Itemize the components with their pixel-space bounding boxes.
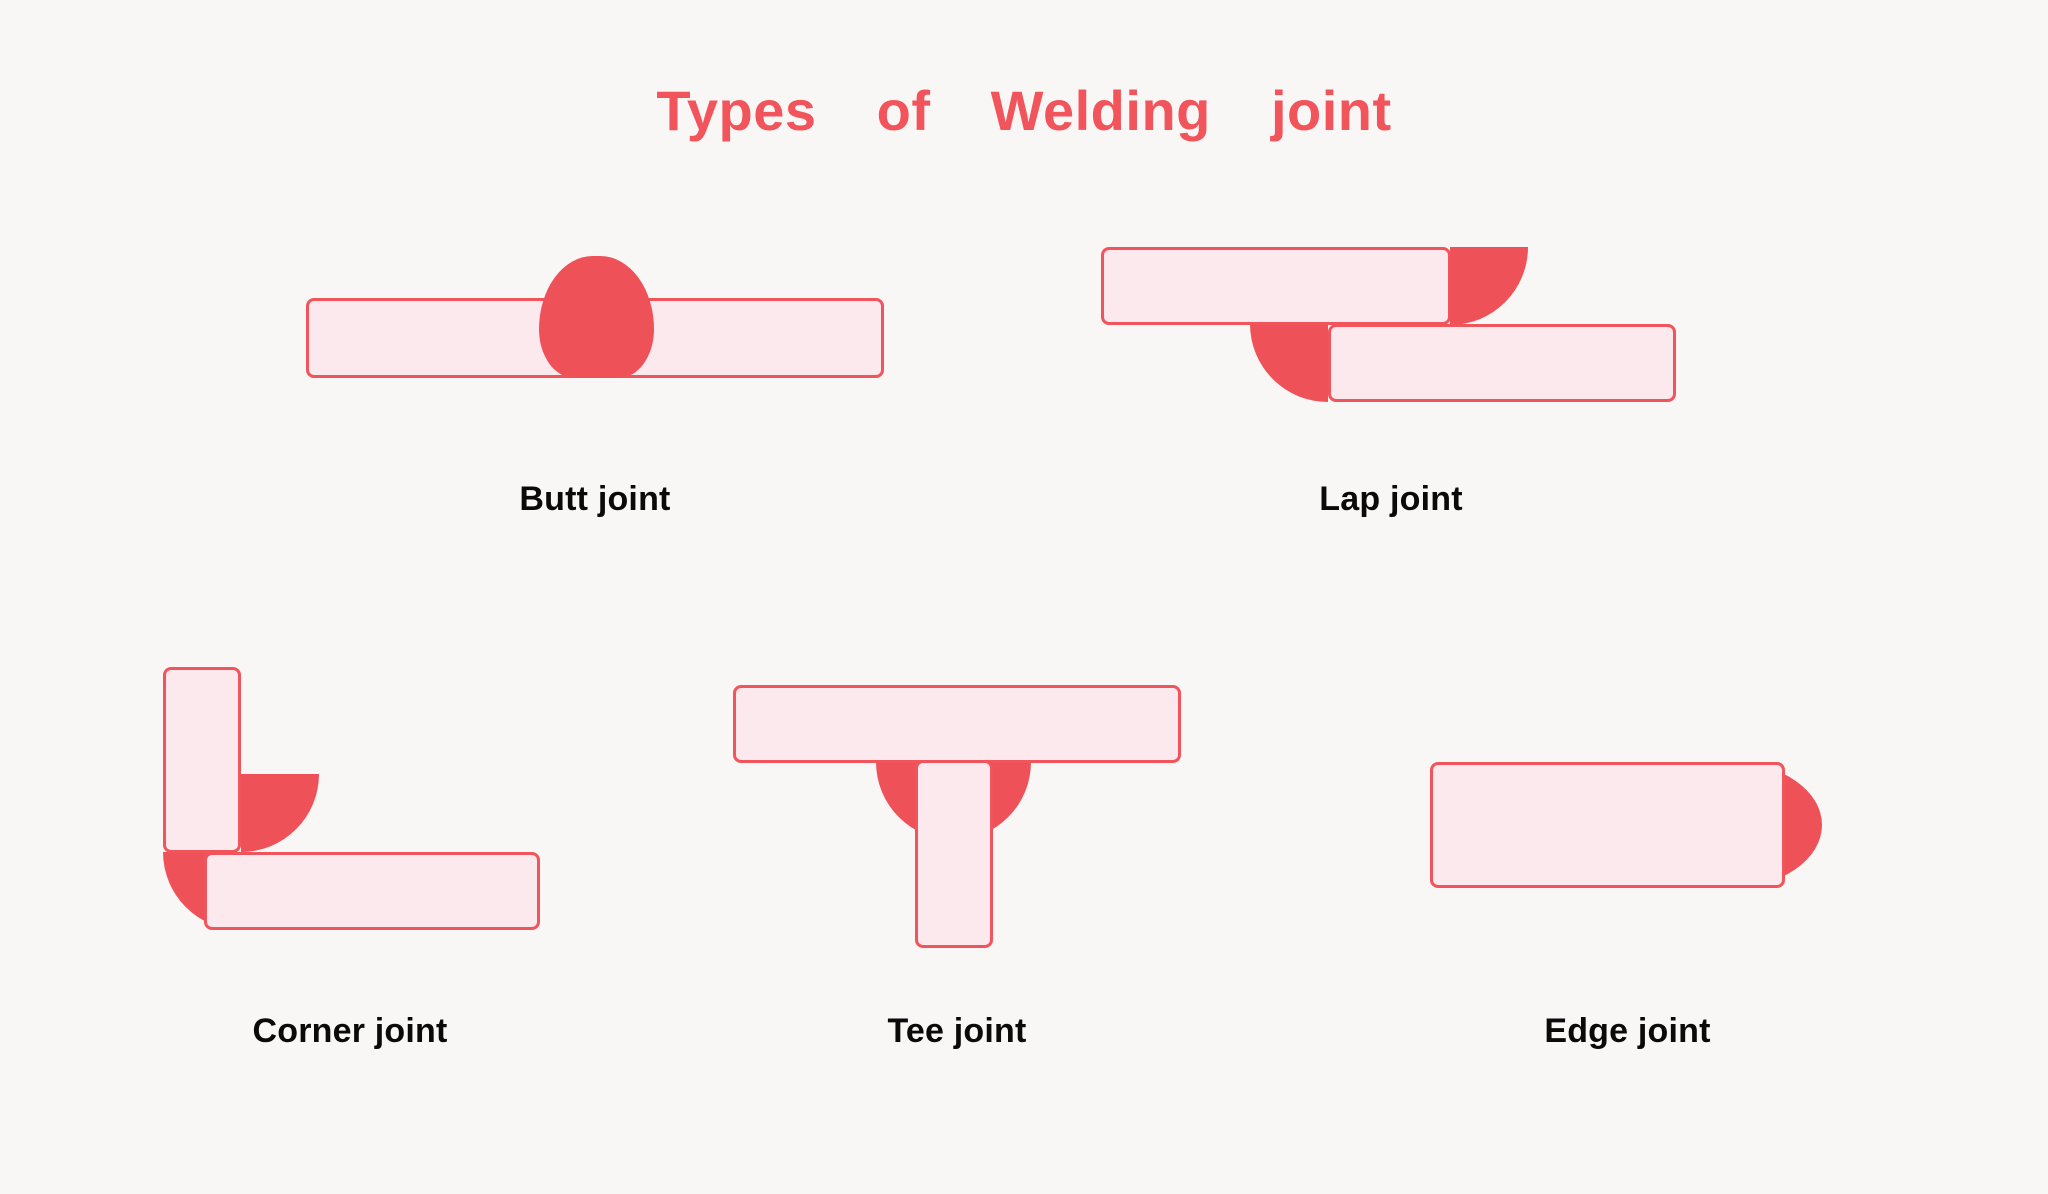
figure-lap-joint [1101, 247, 1681, 405]
corner-plate-horizontal [204, 852, 540, 930]
corner-weld-inner [241, 774, 319, 852]
label-corner-joint: Corner joint [252, 1012, 448, 1050]
label-edge-joint: Edge joint [1544, 1012, 1711, 1050]
butt-weld-bead [539, 256, 654, 378]
figure-corner-joint [163, 667, 583, 932]
lap-weld-upper-right [1450, 247, 1528, 325]
label-butt-joint: Butt joint [519, 480, 671, 518]
lap-weld-lower-left [1250, 324, 1328, 402]
edge-plate [1430, 762, 1785, 888]
figure-butt-joint [306, 256, 884, 378]
figure-tee-joint [733, 685, 1181, 950]
tee-plate-vertical [915, 760, 993, 948]
label-lap-joint: Lap joint [1319, 480, 1463, 518]
label-tee-joint: Tee joint [887, 1012, 1027, 1050]
page-title: Types of Welding joint [656, 79, 1392, 142]
lap-plate-upper [1101, 247, 1451, 325]
corner-plate-vertical [163, 667, 241, 853]
tee-plate-horizontal [733, 685, 1181, 763]
figure-edge-joint [1430, 762, 1825, 888]
lap-plate-lower [1328, 324, 1676, 402]
